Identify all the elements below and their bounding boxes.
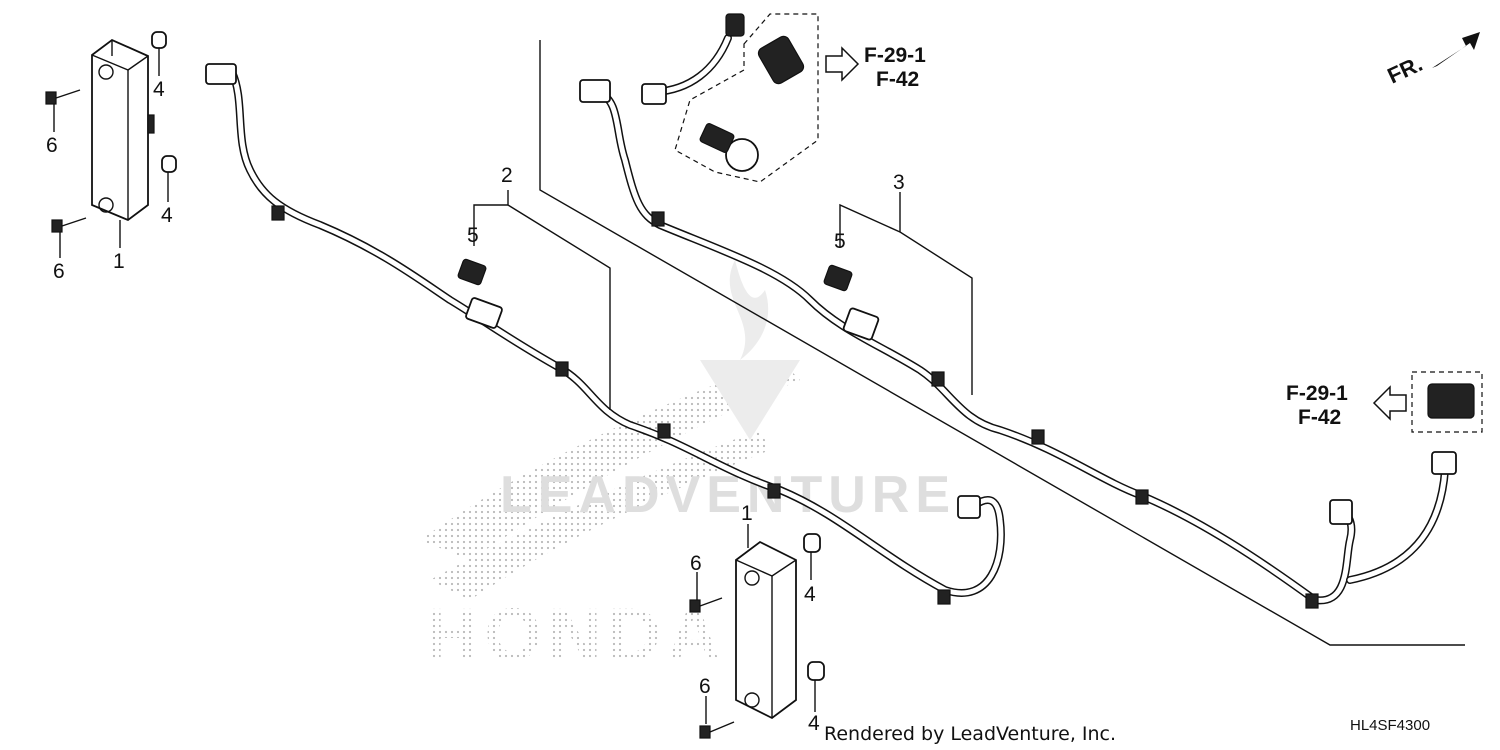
callout-collar-c: 4 [804, 583, 816, 606]
callout-lamp-bottom: 1 [741, 502, 753, 525]
callout-collar-a: 4 [153, 78, 165, 101]
leadventure-flame-watermark [700, 260, 800, 440]
ref-arrow-right-icon [1372, 385, 1407, 421]
ref-box-top [674, 13, 860, 183]
harness-right-connector-top [579, 79, 611, 103]
bolt-d-icon [699, 721, 735, 739]
callout-harness-right: 3 [893, 171, 905, 194]
ref-box-top-socket-body [699, 122, 735, 154]
watermark-make: HONDA [425, 593, 726, 676]
ref-top-line1: F-29-1 [864, 44, 926, 67]
bolt-b-icon [51, 217, 87, 233]
callout-bolt-c: 6 [690, 552, 702, 575]
callout-bolt-d: 6 [699, 675, 711, 698]
callout-clip-right: 5 [834, 230, 846, 253]
rendered-by-credit: Rendered by LeadVenture, Inc. [824, 723, 1116, 745]
harness-left-connector-mid [465, 297, 503, 329]
watermark-brand: LEADVENTURE [500, 466, 956, 524]
honda-wing-watermark [420, 360, 800, 600]
harness-right-connector-end [1329, 499, 1353, 525]
front-arrow-icon [1432, 32, 1480, 68]
lamp-top [91, 38, 155, 222]
harness-right [579, 13, 1457, 609]
harness-right-connector-plug [725, 13, 745, 37]
callout-lamp-top: 1 [113, 250, 125, 273]
callouts: 1 4 4 6 6 2 5 3 5 1 4 4 6 6 [46, 78, 905, 735]
callout-collar-d: 4 [808, 712, 820, 735]
callout-collar-b: 4 [161, 204, 173, 227]
clip-left [457, 258, 487, 286]
leader-lines [53, 48, 973, 724]
collar-d-icon [807, 661, 825, 681]
ref-box-top-socket [725, 138, 759, 172]
ref-box-right-part [1427, 383, 1475, 419]
harness-left-connector-end [957, 495, 981, 519]
ref-right-line2: F-42 [1298, 406, 1341, 429]
harness-left [205, 63, 1005, 605]
assembly-outline [539, 40, 1465, 646]
collar-c-icon [803, 533, 821, 553]
ref-right-line1: F-29-1 [1286, 382, 1348, 405]
watermark: LEADVENTURE HONDA [420, 260, 956, 676]
callout-clip-left: 5 [467, 224, 479, 247]
harness-right-clamps [651, 211, 1319, 609]
collar-a-icon [151, 31, 167, 49]
front-orientation-arrow: FR. [1384, 32, 1480, 89]
harness-left-connector-top [205, 63, 237, 85]
clip-right [823, 264, 853, 292]
harness-right-connector-mid [842, 307, 880, 341]
ref-top-line2: F-42 [876, 68, 919, 91]
harness-right-connector-branch [641, 83, 667, 105]
ref-arrow-top-icon [825, 46, 860, 82]
callout-bolt-a: 6 [46, 134, 58, 157]
callout-harness-left: 2 [501, 164, 513, 187]
diagram-code: HL4SF4300 [1350, 717, 1430, 734]
harness-right-connector-tail [1431, 451, 1457, 475]
front-label: FR. [1384, 51, 1427, 89]
callout-bolt-b: 6 [53, 260, 65, 283]
bolt-c-icon [689, 597, 723, 613]
reference-labels: F-29-1 F-42 F-29-1 F-42 [864, 44, 1348, 429]
ref-box-top-switch [757, 35, 805, 85]
ref-box-right [1372, 371, 1483, 433]
bolt-a-icon [45, 89, 81, 105]
harness-left-clamps [271, 205, 951, 605]
lamp-bottom [735, 540, 797, 720]
collar-b-icon [161, 155, 177, 173]
